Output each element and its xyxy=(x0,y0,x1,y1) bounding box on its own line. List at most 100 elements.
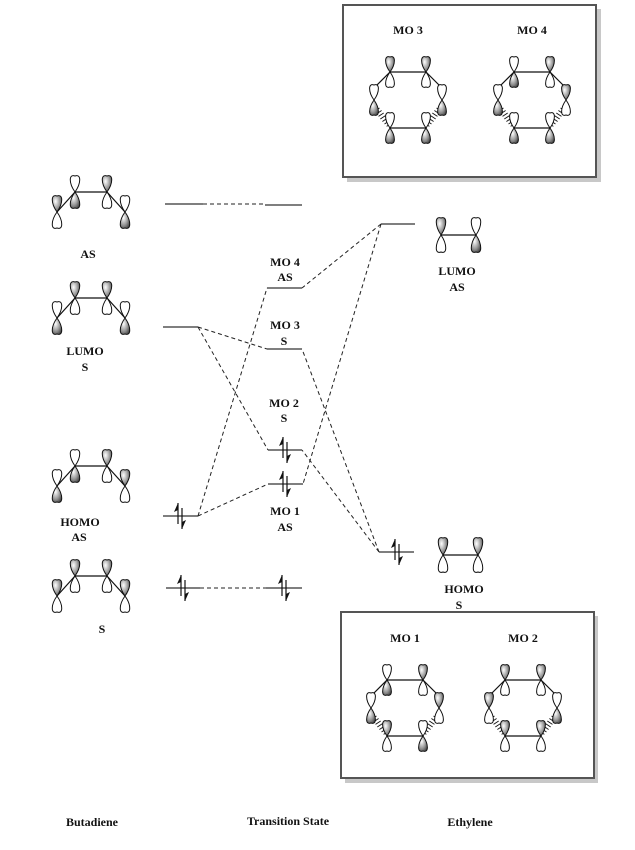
inset-mo1-title: MO 1 xyxy=(390,631,420,645)
arrowhead xyxy=(279,437,283,446)
arrowhead xyxy=(399,556,403,565)
bond-line xyxy=(56,191,76,213)
shaded-lobe xyxy=(101,449,113,467)
shaded-lobe xyxy=(382,720,392,737)
open-lobe xyxy=(51,301,63,319)
open-lobe xyxy=(472,554,484,573)
bond-line xyxy=(56,297,76,319)
shaded-lobe xyxy=(69,191,81,209)
inset-mo2-orbital-ring xyxy=(484,664,562,752)
inset-mo4-title: MO 4 xyxy=(517,23,547,37)
open-lobe xyxy=(552,692,562,709)
shaded-lobe xyxy=(484,692,494,709)
shaded-lobe xyxy=(369,99,379,116)
shaded-lobe xyxy=(69,465,81,483)
shaded-lobe xyxy=(119,211,131,229)
open-lobe xyxy=(421,112,431,129)
column-label-transition-state: Transition State xyxy=(247,814,330,828)
open-lobe xyxy=(561,99,571,116)
open-lobe xyxy=(369,84,379,101)
ts-mo2-name: MO 2 xyxy=(269,396,299,410)
open-lobe xyxy=(101,465,113,483)
open-lobe xyxy=(418,679,428,696)
column-labels: Butadiene Transition State Ethylene xyxy=(66,814,493,829)
shaded-lobe xyxy=(552,707,562,724)
ethylene-homo-sym: S xyxy=(456,598,463,612)
open-lobe xyxy=(437,84,447,101)
butadiene-s-low-orbital xyxy=(51,559,131,613)
bond-line xyxy=(56,465,76,487)
arrowhead xyxy=(391,539,395,548)
open-lobe xyxy=(435,234,447,253)
arrowhead xyxy=(287,454,291,463)
shaded-lobe xyxy=(561,84,571,101)
open-lobe xyxy=(119,301,131,319)
hash-mark xyxy=(375,720,381,725)
bond-line xyxy=(106,465,126,487)
shaded-lobe xyxy=(421,56,431,73)
ts-labels: MO 4 AS MO 3 S MO 2 S MO 1 AS xyxy=(269,255,300,534)
correlation-line xyxy=(301,223,382,289)
ethylene-homo-orbital xyxy=(437,537,484,573)
butadiene-lumo-role: LUMO xyxy=(66,344,103,358)
hash-mark xyxy=(432,112,438,117)
open-lobe xyxy=(545,71,555,88)
hash-mark xyxy=(493,720,499,725)
hash-mark xyxy=(430,115,436,120)
shaded-lobe xyxy=(101,175,113,193)
butadiene-lumo-sym: S xyxy=(82,360,89,374)
shaded-lobe xyxy=(101,559,113,577)
open-lobe xyxy=(366,692,376,709)
bond-line xyxy=(106,575,126,597)
electron-pair-icon xyxy=(279,437,291,463)
arrowhead xyxy=(182,520,186,529)
hash-mark xyxy=(378,112,384,117)
shaded-lobe xyxy=(119,469,131,487)
ethylene-labels: LUMO AS HOMO S xyxy=(438,264,483,612)
hash-mark xyxy=(556,112,562,117)
shaded-lobe xyxy=(509,71,519,88)
open-lobe xyxy=(545,112,555,129)
arrowhead xyxy=(287,488,291,497)
shaded-lobe xyxy=(119,579,131,597)
ts-mo1-name: MO 1 xyxy=(270,504,300,518)
shaded-lobe xyxy=(435,217,447,236)
open-lobe xyxy=(101,297,113,315)
open-lobe xyxy=(69,297,81,315)
open-lobe xyxy=(382,735,392,752)
correlation-line xyxy=(301,449,380,553)
box-frame xyxy=(342,4,597,178)
shaded-lobe xyxy=(470,234,482,253)
inset-box-bottom: MO 1 MO 2 xyxy=(340,611,598,783)
open-lobe xyxy=(119,485,131,503)
electron-pair-icon xyxy=(279,471,291,497)
shaded-lobe xyxy=(385,56,395,73)
arrowhead xyxy=(286,592,290,601)
column-label-ethylene: Ethylene xyxy=(447,815,493,829)
shaded-lobe xyxy=(69,559,81,577)
inset-mo3-orbital-ring xyxy=(369,56,447,144)
shaded-lobe xyxy=(385,127,395,144)
inset-mo3-title: MO 3 xyxy=(393,23,423,37)
correlation-line xyxy=(197,287,268,517)
correlation-lines xyxy=(197,223,382,553)
hash-mark xyxy=(502,112,508,117)
inset-mo2-title: MO 2 xyxy=(508,631,538,645)
ethylene-orbital-pictures xyxy=(435,217,484,573)
energy-levels xyxy=(163,203,415,589)
inset-mo1-orbital-ring xyxy=(366,664,444,752)
shaded-lobe xyxy=(434,692,444,709)
hash-mark xyxy=(377,723,383,728)
hash-mark xyxy=(427,723,433,728)
electron-pair-icon xyxy=(278,575,290,601)
shaded-lobe xyxy=(545,56,555,73)
open-lobe xyxy=(484,707,494,724)
hash-mark xyxy=(545,723,551,728)
bond-line xyxy=(106,191,126,213)
hash-mark xyxy=(495,723,501,728)
butadiene-homo-orbital xyxy=(51,449,131,503)
shaded-lobe xyxy=(500,664,510,681)
open-lobe xyxy=(509,56,519,73)
shaded-lobe xyxy=(382,679,392,696)
correlation-line xyxy=(302,223,382,485)
